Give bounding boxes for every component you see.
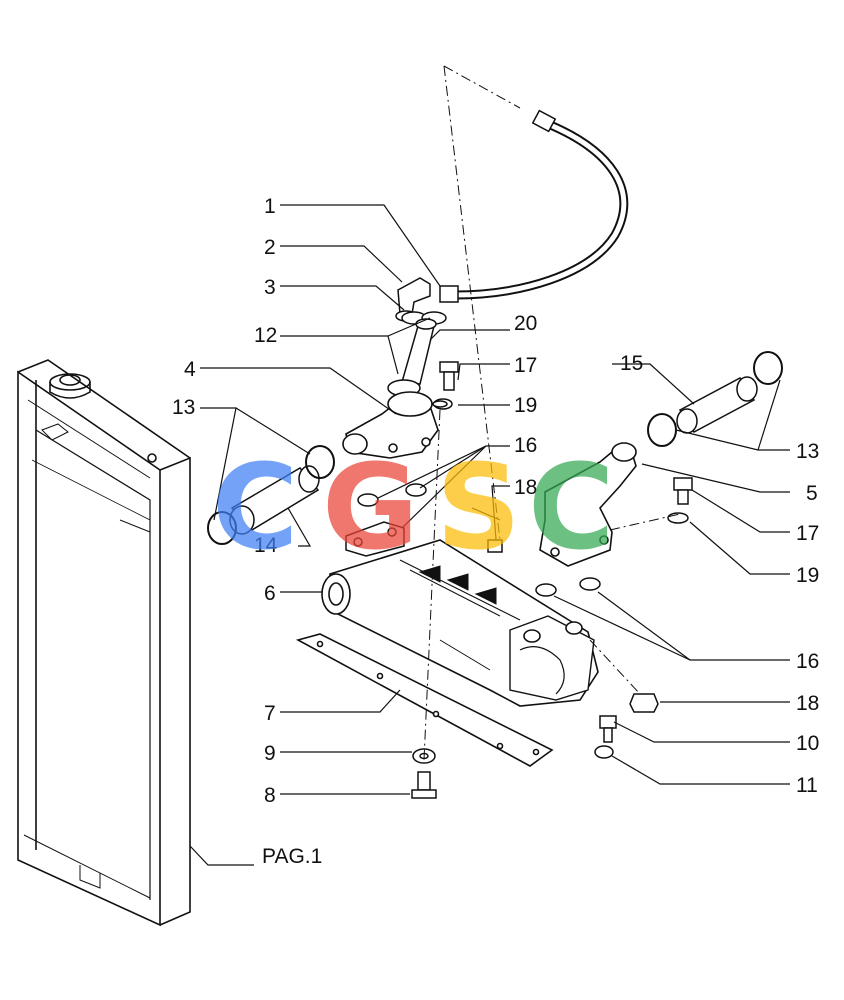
callout-numbers: 1 2 3 4 5 6 7 8 9 10 11 12 13 13 14 15 1… [172,195,819,868]
callout-17-top: 17 [514,354,537,377]
callout-16-top: 16 [514,434,537,457]
hose-14 [229,465,320,535]
leader-lines [189,204,790,866]
watermark-letter-c1: C [212,438,299,576]
callout-20: 20 [514,312,537,335]
elbow-fitting [395,277,447,325]
callout-1: 1 [264,195,276,218]
callout-18-right: 18 [796,692,819,715]
callout-6: 6 [264,582,276,605]
callout-16-right: 16 [796,650,819,673]
callout-15: 15 [620,352,643,375]
callout-10: 10 [796,732,819,755]
gaskets-16 [345,483,601,597]
page-reference-label: PAG.1 [262,845,322,868]
callout-19-right: 19 [796,564,819,587]
callout-13-left: 13 [172,396,195,419]
callout-12: 12 [254,324,277,347]
heat-exchanger-6 [321,539,599,707]
callout-11: 11 [796,774,818,797]
hardware-small [411,400,659,799]
callout-2: 2 [264,236,276,259]
hose-15 [676,376,758,434]
callout-4: 4 [184,358,196,381]
callout-9: 9 [264,742,276,765]
callout-18-top: 18 [514,476,537,499]
callout-3: 3 [264,276,276,299]
water-outlet-5 [539,442,637,567]
watermark-logo: C G S C [212,438,615,576]
callout-19-top: 19 [514,394,537,417]
water-outlet-4 [342,391,439,459]
flexible-hose [439,109,629,303]
callout-13-right: 13 [796,440,819,463]
callout-8: 8 [264,784,276,807]
hose-clamp-13-left [207,445,335,545]
callout-5: 5 [806,482,818,505]
alignment-lines [423,65,681,761]
callout-7: 7 [264,702,276,725]
support-plate-7 [295,633,554,767]
short-pipe [387,318,437,397]
watermark-letter-s: S [436,438,521,576]
radiator-assembly [17,359,191,927]
callout-17-right: 17 [796,522,819,545]
callout-14: 14 [254,534,278,557]
watermark-letter-c2: C [528,438,615,576]
watermark-letter-g: G [322,438,419,576]
